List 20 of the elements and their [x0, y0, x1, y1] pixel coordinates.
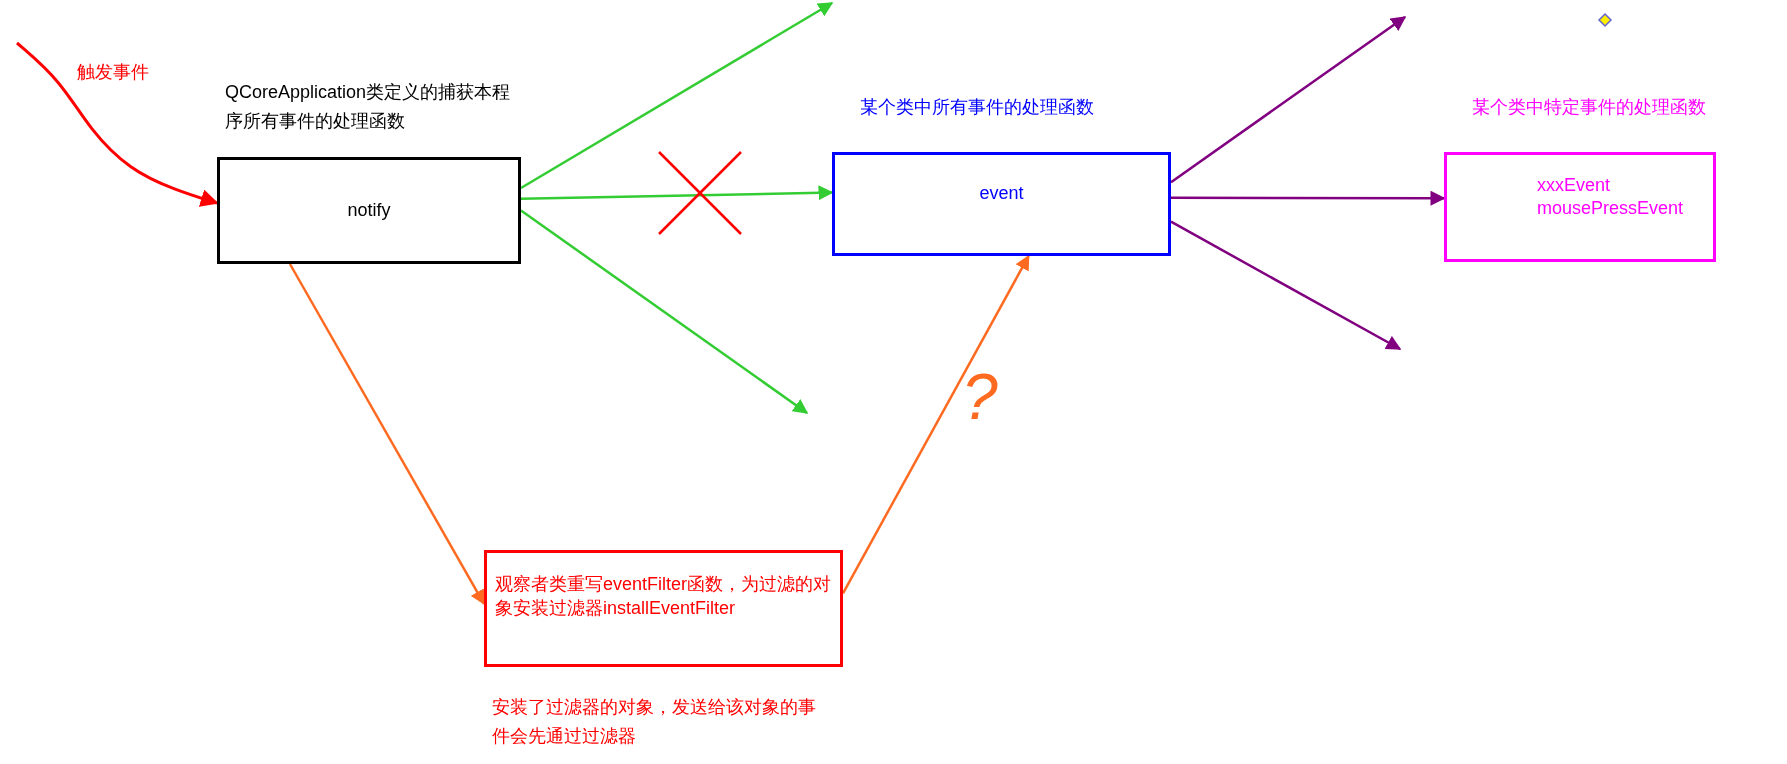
node-label: 某个类中特定事件的处理函数: [1472, 96, 1707, 119]
note-text: 触发事件: [77, 61, 149, 84]
question-mark: ?: [962, 360, 998, 434]
arrow: [520, 1, 834, 190]
arrow: [1170, 15, 1407, 184]
arrow: [520, 209, 809, 415]
node-label: 某个类中所有事件的处理函数: [860, 96, 1095, 119]
node-label: QCoreApplication类定义的捕获本程序所有事件的处理函数: [225, 81, 512, 133]
box-text: mousePressEvent: [1537, 197, 1685, 220]
node-label: 安装了过滤器的对象，发送给该对象的事件会先通过过滤器: [492, 696, 817, 748]
arrow: [1171, 190, 1446, 206]
box-text: 观察者类重写eventFilter函数，为过滤的对象安装过滤器installEventFilter: [495, 573, 833, 620]
arrow: [16, 41, 219, 207]
arrow: [520, 185, 834, 201]
box-text: notify: [346, 198, 392, 222]
arrow: [288, 263, 486, 606]
arrow: [841, 254, 1030, 594]
arrow: [1170, 220, 1402, 351]
box-text: event: [978, 182, 1025, 206]
box-text: xxxEvent: [1537, 173, 1612, 197]
